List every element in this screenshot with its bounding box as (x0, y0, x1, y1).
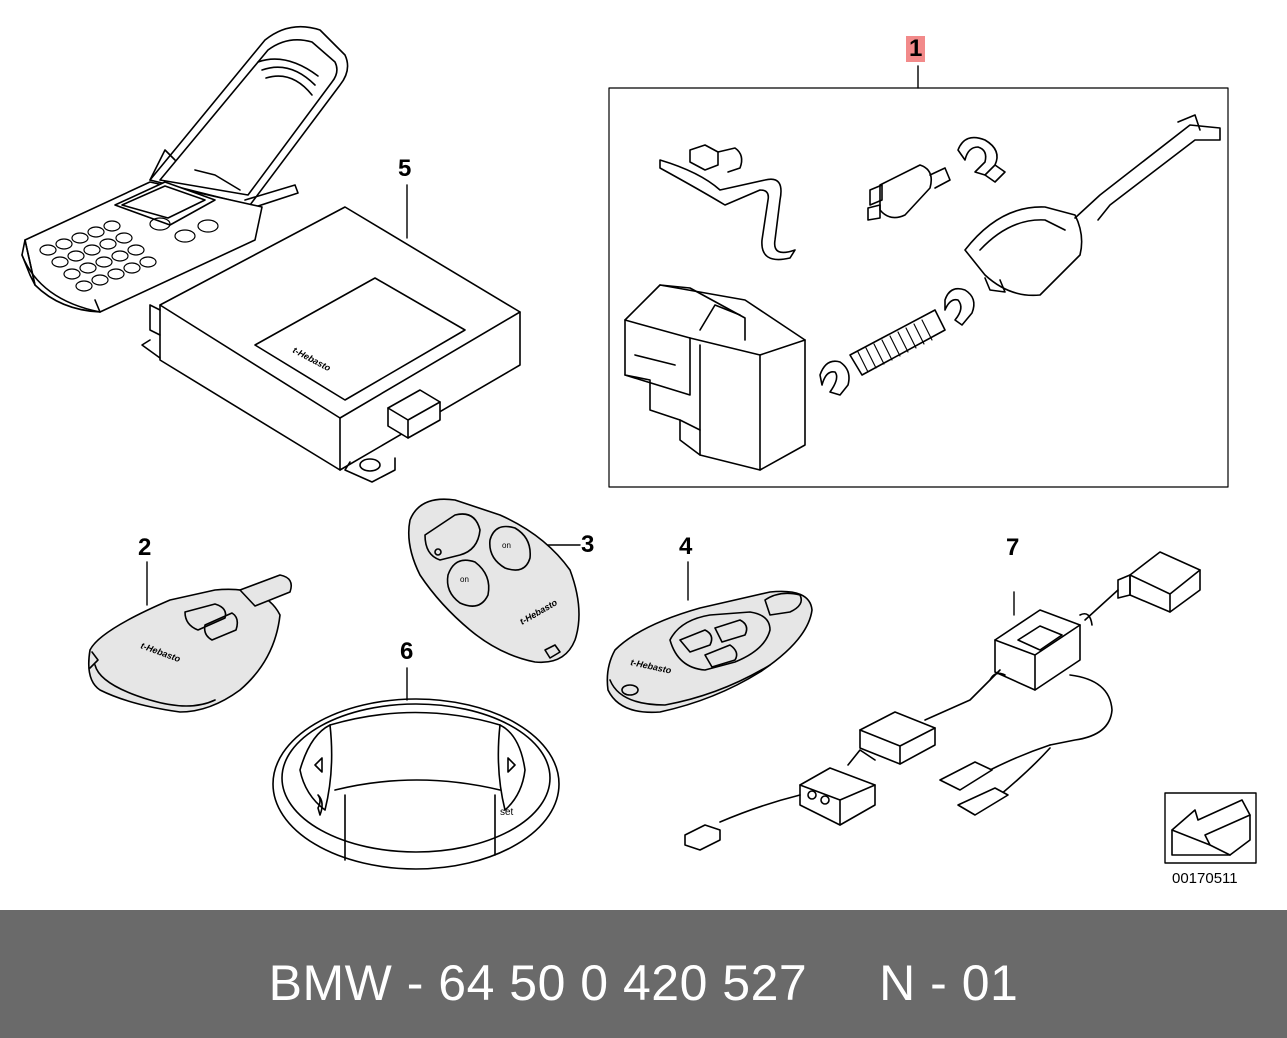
callout-4: 4 (679, 533, 693, 560)
callout-1: 1 (906, 36, 926, 62)
callout-5: 5 (398, 155, 412, 182)
svg-text:on: on (502, 541, 511, 550)
svg-text:set: set (500, 807, 514, 818)
display-icon: set (272, 667, 560, 870)
callout-3: 3 (581, 531, 595, 558)
callout-2: 2 (138, 534, 152, 561)
remote-icon: t-Hebasto (606, 561, 813, 714)
cable-icon (684, 551, 1201, 851)
arrow-icon (1164, 792, 1257, 864)
control-unit-icon: t-Hebasto (141, 184, 521, 483)
footer-bar: BMW - 64 50 0 420 527 N - 01 (0, 910, 1287, 1038)
callout-7: 7 (1006, 534, 1020, 561)
heater-kit-icon (608, 65, 1229, 488)
reference-code: 00170511 (1172, 870, 1238, 887)
phone-icon (21, 25, 349, 313)
diagram-drawing: t-Hebasto (21, 25, 1257, 870)
part-number-footer: BMW - 64 50 0 420 527 N - 01 (268, 955, 1019, 1011)
remote-icon: on on t-Hebasto (407, 498, 581, 664)
svg-text:on: on (460, 575, 469, 584)
parts-diagram: t-Hebasto (21, 25, 1257, 887)
callout-6: 6 (400, 638, 414, 665)
remote-icon: t-Hebasto (87, 561, 293, 713)
